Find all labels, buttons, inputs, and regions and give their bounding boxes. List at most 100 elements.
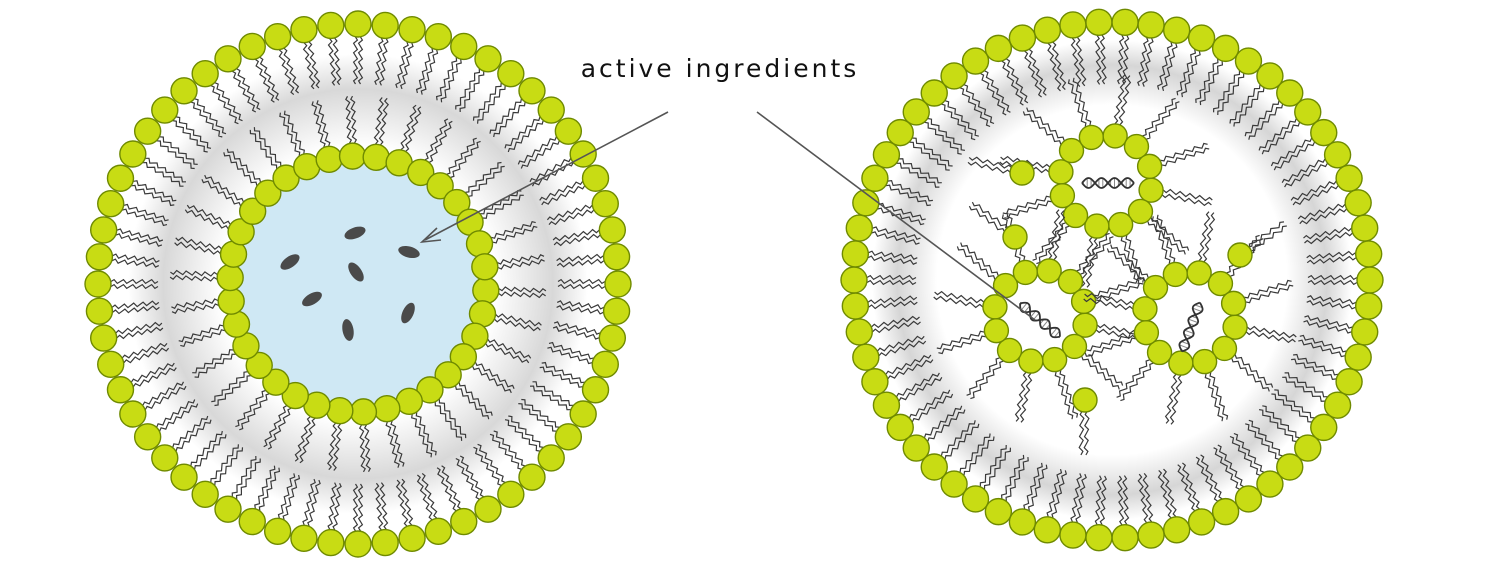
lipid-tail <box>194 353 236 378</box>
lipid-tail <box>908 389 951 419</box>
lipid-tail <box>226 148 262 183</box>
lipid-tail <box>1027 464 1048 511</box>
lipid-head <box>920 79 948 107</box>
lipid-tail <box>263 405 287 448</box>
lipid-tail <box>1303 319 1352 334</box>
lipid-head <box>861 164 889 192</box>
lipid-tail <box>504 116 541 149</box>
lipid-tail <box>539 180 584 201</box>
lipid-tail <box>1177 464 1196 512</box>
lipid-tail <box>446 137 477 175</box>
lipid-tail <box>966 357 1000 396</box>
lipid-tail <box>1273 141 1316 171</box>
lipid-head <box>217 287 245 315</box>
lipid-tail <box>494 318 541 332</box>
lipid-head <box>1220 290 1247 317</box>
lipid-head <box>1310 413 1338 442</box>
lipid-head <box>1059 521 1087 549</box>
lipid-tail <box>1094 475 1103 525</box>
lipid-tail <box>176 116 212 149</box>
lipid-tail <box>115 321 163 335</box>
lipid-tail <box>1120 362 1154 402</box>
lipid-tail <box>258 467 281 511</box>
lipid-tail <box>1118 75 1132 126</box>
lipid-tail <box>279 112 301 156</box>
lipid-head <box>97 189 125 218</box>
lipid-tail <box>508 415 544 448</box>
lipid-head <box>1323 391 1352 419</box>
lipid-tail <box>459 455 484 498</box>
lipid-tail <box>1209 372 1229 420</box>
lipid-tail <box>1110 244 1149 278</box>
lipid-head <box>119 400 147 428</box>
lipid-head <box>1137 11 1165 39</box>
lipid-tail <box>253 127 282 167</box>
lipid-head <box>554 423 583 451</box>
lipid-tail <box>1290 180 1337 201</box>
lipid-tail <box>210 85 239 125</box>
lipid-tail <box>878 202 926 221</box>
lipid-head <box>85 243 114 271</box>
dna-base-pair <box>1181 341 1190 345</box>
lipid-head <box>1354 292 1383 320</box>
lipid-tail <box>1059 370 1079 418</box>
lipid-tail <box>424 118 449 161</box>
lipid-tail <box>984 70 1011 113</box>
lipid-tail <box>307 41 321 89</box>
lipid-head <box>290 524 318 553</box>
lipid-tail <box>210 444 239 483</box>
lipid-tail <box>400 42 414 90</box>
lipid-tail <box>1231 358 1270 392</box>
lipid-tail <box>283 110 305 154</box>
dna-base-pair <box>1053 330 1060 338</box>
lipid-head <box>598 216 627 244</box>
lipid-tail <box>1051 470 1068 518</box>
lipid-tail <box>497 258 545 270</box>
lipid-tail <box>1161 147 1210 167</box>
lipid-tail <box>1019 372 1033 423</box>
lipid-head <box>1072 387 1098 413</box>
lipid-tail <box>123 203 169 222</box>
lipid-tail <box>1142 97 1176 137</box>
lipid-head <box>407 158 435 187</box>
lipid-head <box>1058 137 1085 164</box>
lipid-tail <box>1200 454 1223 500</box>
lipid-head <box>1036 258 1062 284</box>
lipid-head <box>961 47 990 75</box>
monolayer-heads <box>840 8 1384 552</box>
lipid-tail <box>924 121 962 155</box>
lipid-tail <box>111 300 160 310</box>
lipid-tail <box>1246 325 1297 339</box>
lipid-tail <box>194 434 227 470</box>
lipid-tail <box>1304 315 1353 329</box>
lipid-tail <box>110 283 159 290</box>
lipid-head <box>886 413 914 442</box>
lipid-tail <box>866 274 917 281</box>
lipid-tail <box>492 225 538 244</box>
lipid-tail <box>363 424 371 472</box>
lipid-tail <box>520 140 560 169</box>
lipid-head <box>471 253 499 281</box>
lipid-head <box>1012 259 1039 286</box>
lipid-tail <box>1075 37 1087 87</box>
lipid-tail <box>885 184 931 207</box>
lipid-tail <box>1274 389 1315 419</box>
lipid-head <box>1018 348 1044 374</box>
lipid-tail <box>871 231 920 245</box>
lipid-head <box>1070 288 1097 315</box>
lipid-tail <box>1291 358 1337 381</box>
dna-strand <box>1178 302 1204 352</box>
lipid-head <box>119 140 147 168</box>
lipid-tail <box>868 300 918 310</box>
lipid-tail <box>231 455 257 497</box>
lipid-head <box>97 350 125 379</box>
lipid-tail <box>1204 373 1224 422</box>
lipid-tail <box>352 483 359 532</box>
lipid-tail <box>327 38 337 86</box>
lipid-head <box>326 397 354 425</box>
lipid-head <box>497 480 525 509</box>
lipid-tail <box>1026 107 1065 141</box>
lipid-tail <box>1052 210 1066 261</box>
lipid-tail <box>468 165 505 197</box>
free-lipid <box>1227 221 1287 268</box>
